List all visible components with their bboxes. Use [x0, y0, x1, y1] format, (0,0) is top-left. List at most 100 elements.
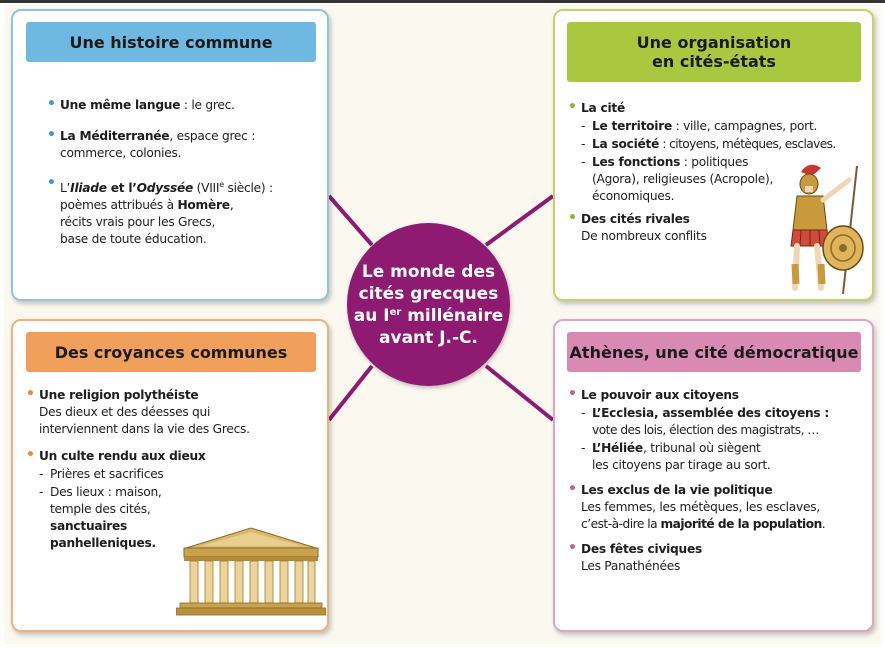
item-text: Des lieux : maison, [50, 485, 162, 499]
list-item: • Une même langue : le grec. [47, 96, 322, 114]
bullet-icon: • [47, 175, 56, 191]
item-title: Odyssée [136, 181, 194, 196]
card-title: Des croyances communes [26, 332, 316, 372]
item-text: L’ [60, 181, 71, 196]
item-text: : politiques [680, 155, 749, 169]
dash-icon: - [39, 485, 44, 499]
dash-icon: - [39, 467, 44, 481]
bullet-icon: • [568, 481, 577, 497]
item-title: Une religion polythéiste [39, 388, 199, 402]
item-title: Une même langue [60, 98, 181, 112]
item-text: De nombreux conflits [581, 229, 707, 243]
bullet-icon: • [568, 386, 577, 402]
item-text: récits vrais pour les Grecs, [60, 215, 216, 230]
item-text: interviennent dans la vie des Grecs. [39, 422, 250, 436]
item-text: Prières et sacrifices [50, 467, 164, 481]
item-text: poèmes attribués à [60, 198, 178, 213]
dash-icon: - [581, 137, 586, 151]
card-title: Une organisation en cités-états [567, 22, 861, 82]
list-item: • Le pouvoir aux citoyens -L’Ecclesia, a… [568, 386, 868, 474]
list-item: • La cité -Le territoire : ville, campag… [568, 99, 868, 205]
item-text: Des dieux et des déesses qui [39, 405, 211, 419]
item-title: La cité [581, 101, 625, 115]
item-text: temple des cités, [50, 502, 151, 516]
hoplite-warrior-icon [790, 164, 864, 295]
item-title: et l’ [106, 181, 137, 196]
item-text: panhelleniques. [50, 536, 156, 550]
connector-top-right [484, 194, 555, 247]
card-content: • Une même langue : le grec. • La Médite… [47, 96, 322, 257]
item-text: vote des lois, élection des magistrats, … [592, 423, 820, 437]
dash-icon: - [581, 441, 586, 455]
item-text: sanctuaires [50, 519, 128, 533]
item-title: La société [592, 137, 660, 151]
item-title: Des cités rivales [581, 212, 690, 226]
card-content: • Le pouvoir aux citoyens -L’Ecclesia, a… [568, 386, 868, 584]
connector-bottom-right [484, 364, 555, 422]
item-text: Les femmes, les métèques, les esclaves, [581, 500, 820, 514]
dash-icon: - [581, 406, 586, 420]
sub-item: -Le territoire : ville, campagnes, port. [581, 118, 868, 135]
bullet-icon: • [568, 540, 577, 556]
card-content: • La cité -Le territoire : ville, campag… [568, 99, 868, 254]
bullet-icon: • [26, 386, 35, 402]
dash-icon: - [581, 119, 586, 133]
item-text: e [219, 180, 224, 189]
item-title: L’Héliée [592, 441, 643, 455]
item-title: Des fêtes civiques [581, 542, 702, 556]
item-text: économiques. [592, 189, 675, 203]
card-title: Une histoire commune [26, 22, 316, 62]
list-item: • Une religion polythéiste Des dieux et … [26, 386, 321, 438]
item-text: , tribunal où siègent [642, 441, 761, 455]
item-text: commerce, colonies. [60, 146, 182, 160]
central-topic-line: cités grecques [358, 283, 499, 304]
dash-icon: - [581, 155, 586, 169]
card-title-line: Une organisation [636, 33, 792, 52]
sub-item: -L’Ecclesia, assemblée des citoyens : vot… [581, 405, 868, 439]
item-title: Un culte rendu aux dieux [39, 449, 206, 463]
central-topic-circle: Le monde des cités grecques au Ier millé… [347, 223, 510, 386]
item-text: : citoyens, métèques, esclaves. [659, 137, 836, 151]
top-border-line [0, 0, 885, 3]
list-item: • L’Iliade et l’Odyssée (VIIIe siècle) :… [47, 175, 322, 248]
item-title: Le pouvoir aux citoyens [581, 388, 739, 402]
card-title-line: en cités-états [652, 52, 776, 71]
card-croyances-communes: Des croyances communes • Une religion po… [11, 319, 329, 632]
central-topic-line: er [389, 306, 402, 318]
item-text: majorité de la population [660, 517, 822, 531]
bullet-icon: • [47, 96, 56, 112]
central-topic-line: au I [353, 305, 390, 326]
bullet-icon: • [26, 447, 35, 463]
sub-item: -Prières et sacrifices [39, 466, 321, 483]
sub-item: -La société : citoyens, métèques, esclav… [581, 136, 868, 153]
central-topic-line: avant J.-C. [379, 327, 478, 348]
connector-top-left [327, 194, 374, 247]
item-title: L’Ecclesia, assemblée des citoyens : [592, 406, 830, 420]
list-item: • Des fêtes civiques Les Panathénées [568, 540, 868, 575]
item-text: , espace grec : [169, 129, 256, 143]
item-text: siècle) : [223, 181, 274, 196]
sub-item: -Les fonctions : politiques(Agora), reli… [581, 154, 868, 205]
card-athenes-democratique: Athènes, une cité démocratique • Le pouv… [553, 319, 874, 632]
sub-item: -Des lieux : maison, temple des cités, san… [39, 484, 321, 552]
item-title: Le territoire [592, 119, 672, 133]
item-title: Les exclus de la vie politique [581, 483, 773, 497]
bullet-icon: • [568, 99, 577, 115]
greek-temple-icon [176, 527, 326, 616]
bullet-icon: • [47, 127, 56, 143]
item-title: La Méditerranée [60, 129, 170, 143]
list-item: • La Méditerranée, espace grec : commerc… [47, 127, 322, 162]
central-topic-line: millénaire [401, 305, 504, 326]
list-item: • Les exclus de la vie politique Les fem… [568, 481, 868, 533]
item-text: Homère [177, 198, 230, 213]
list-item: • Des cités rivales De nombreux conflits [568, 210, 868, 245]
item-text: base de toute éducation. [60, 232, 207, 247]
item-text: c’est-à-dire la [581, 517, 661, 531]
bullet-icon: • [568, 210, 577, 226]
list-item: • Un culte rendu aux dieux -Prières et s… [26, 447, 321, 552]
item-text: (VIII [193, 181, 220, 196]
card-histoire-commune: Une histoire commune • Une même langue :… [11, 9, 329, 301]
central-topic-line: Le monde des [361, 261, 496, 282]
